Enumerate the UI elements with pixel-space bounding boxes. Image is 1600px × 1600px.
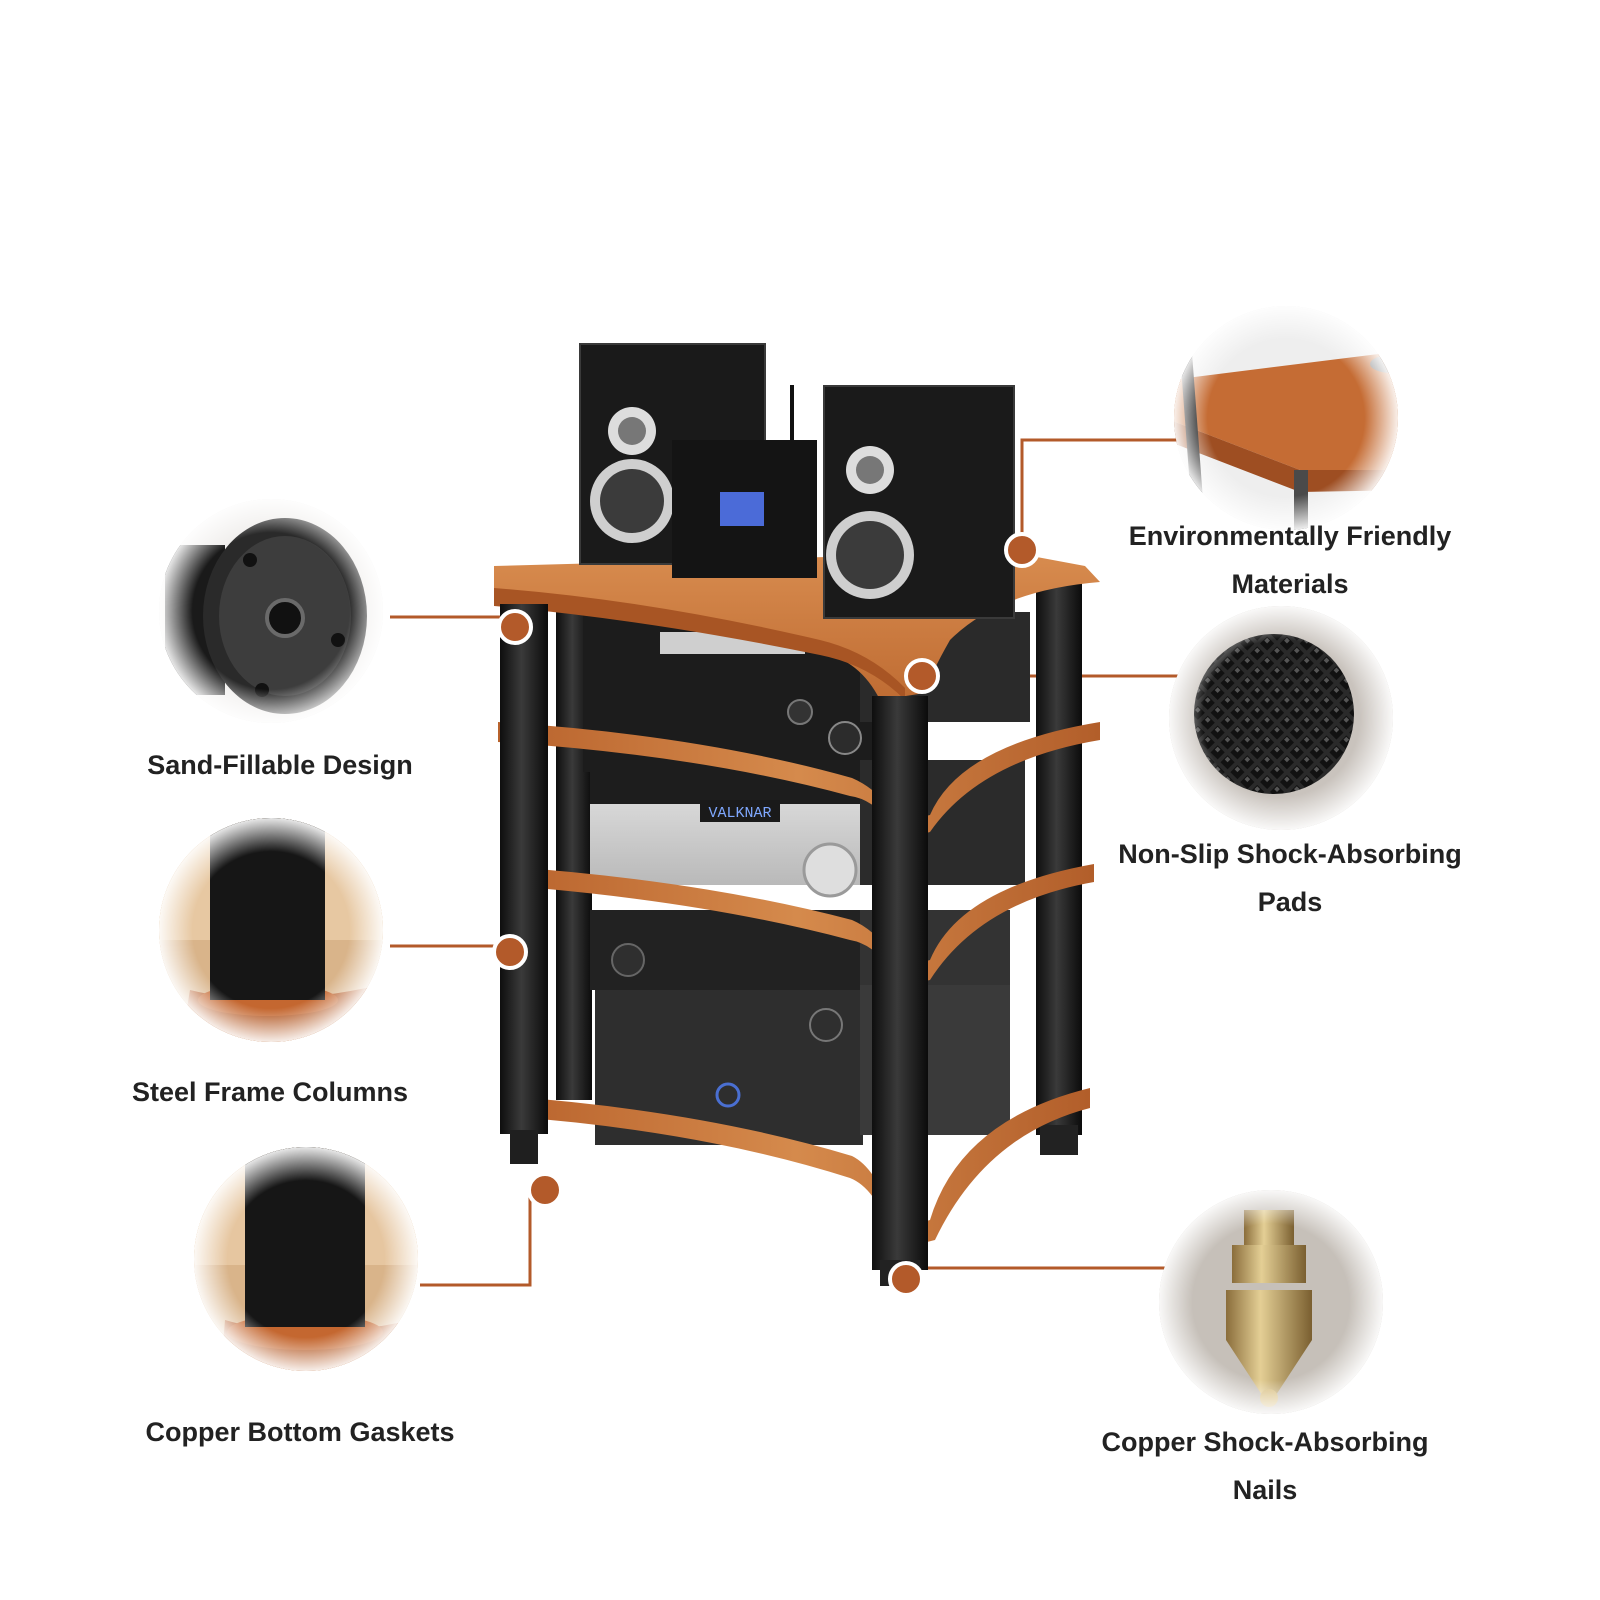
- label-environmentally-friendly-line2: Materials: [1231, 569, 1349, 599]
- label-environmentally-friendly-line1: Environmentally Friendly: [1128, 521, 1452, 551]
- detail-wood-shelf-corner: [1174, 306, 1398, 530]
- detail-rubber-pad: [1169, 606, 1393, 830]
- shelf-2: [498, 722, 1100, 840]
- hotspot-steel-columns: [492, 934, 528, 970]
- label-non-slip-pads-line2: Pads: [1257, 887, 1323, 917]
- label-sand-fillable: Sand-Fillable Design: [130, 741, 430, 789]
- label-steel-columns: Steel Frame Columns: [120, 1068, 420, 1116]
- hotspot-copper-gaskets: [527, 1172, 563, 1208]
- detail-copper-gasket: [194, 1147, 418, 1371]
- column-base-icon: [159, 499, 383, 723]
- label-non-slip-pads-line1: Non-Slip Shock-Absorbing: [1118, 839, 1462, 869]
- hotspots: [492, 532, 1040, 1297]
- svg-text:VALKNAR: VALKNAR: [708, 805, 771, 822]
- equipment-stack: VALKNAR: [583, 612, 1030, 1145]
- connector-copper-gaskets: [420, 1184, 532, 1287]
- label-copper-nails-line2: Nails: [1232, 1475, 1298, 1505]
- hotspot-copper-nails: [888, 1261, 924, 1297]
- audio-rack: VALKNAR: [494, 343, 1100, 1286]
- label-copper-nails-line1: Copper Shock-Absorbing: [1101, 1427, 1429, 1457]
- hotspot-environmentally-friendly: [1004, 532, 1040, 568]
- label-non-slip-pads: Non-Slip Shock-Absorbing Pads: [1105, 830, 1475, 926]
- rack-shelves: [494, 552, 1100, 1250]
- label-environmentally-friendly: Environmentally Friendly Materials: [1120, 512, 1460, 608]
- label-copper-gaskets-line1: Copper Bottom Gaskets: [145, 1417, 455, 1447]
- label-copper-gaskets: Copper Bottom Gaskets: [130, 1408, 470, 1456]
- hotspot-non-slip-pads: [904, 658, 940, 694]
- label-sand-fillable-line1: Sand-Fillable Design: [147, 750, 413, 780]
- connector-environmentally-friendly: [1020, 438, 1196, 542]
- copper-gasket-icon: [194, 1147, 418, 1371]
- detail-copper-spike: [1159, 1190, 1383, 1414]
- rubber-pad-icon: [1169, 606, 1393, 830]
- copper-spike-icon: [1159, 1190, 1383, 1414]
- detail-column-base: [159, 499, 383, 723]
- hotspot-sand-fillable: [497, 609, 533, 645]
- wood-shelf-corner-icon: [1174, 306, 1398, 530]
- back-right-column: [1036, 575, 1082, 1135]
- front-right-column: [872, 696, 928, 1270]
- label-copper-nails: Copper Shock-Absorbing Nails: [1090, 1418, 1440, 1514]
- front-left-column: [500, 604, 548, 1134]
- detail-steel-column: [159, 818, 383, 1042]
- bottom-shelf: [502, 1088, 1090, 1250]
- shelf-3: [500, 864, 1094, 986]
- label-steel-columns-line1: Steel Frame Columns: [131, 1077, 409, 1107]
- hifi-system: [579, 343, 1015, 619]
- steel-column-icon: [159, 818, 383, 1042]
